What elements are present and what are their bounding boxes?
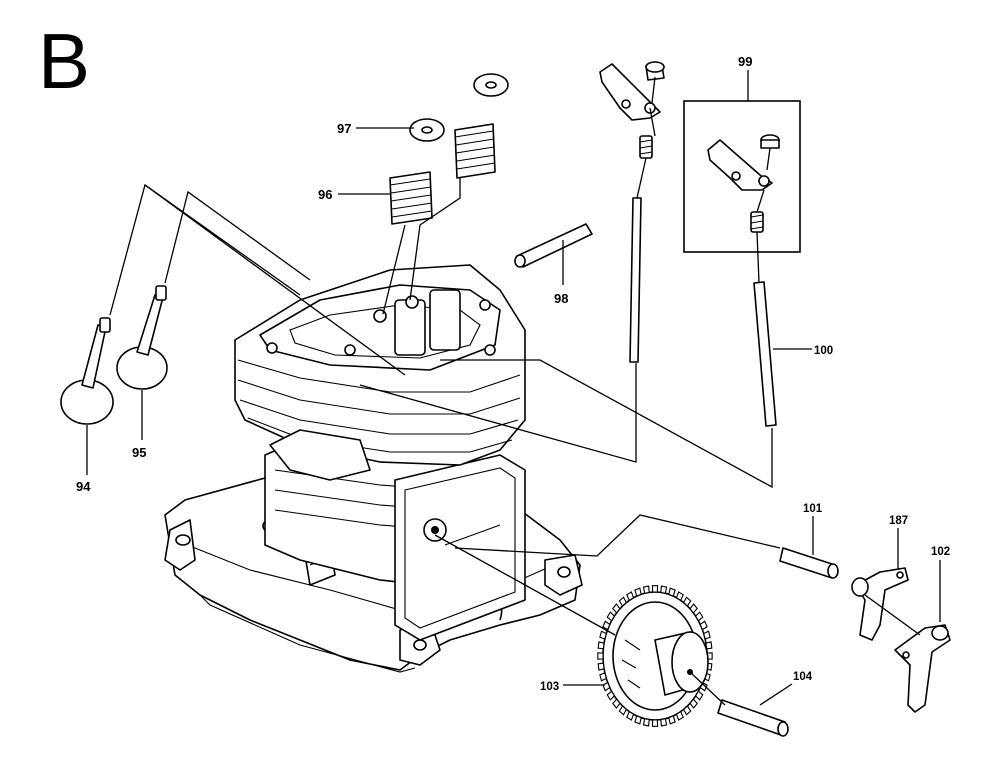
valve-95 bbox=[116, 285, 168, 390]
pin-101 bbox=[779, 547, 839, 579]
valve-94 bbox=[60, 317, 114, 425]
gear-tooth bbox=[689, 603, 698, 614]
gear-tooth bbox=[660, 585, 668, 594]
callout-99: 99 bbox=[738, 54, 752, 69]
valve-spring-96b bbox=[454, 123, 496, 179]
gear-tooth bbox=[618, 596, 628, 607]
gear-tooth bbox=[660, 718, 668, 727]
camshaft-gear-103 bbox=[597, 585, 713, 727]
gear-tooth bbox=[618, 705, 628, 716]
cylinder-head bbox=[234, 264, 526, 481]
cam-follower-187 bbox=[851, 567, 909, 641]
callout-103: 103 bbox=[540, 681, 559, 693]
gear-tooth bbox=[682, 705, 692, 716]
gear-tooth bbox=[689, 698, 698, 709]
rocker-arm-assembly bbox=[599, 61, 665, 363]
gear-tooth bbox=[642, 585, 650, 594]
crankcase-block bbox=[164, 439, 583, 673]
shaft-104 bbox=[717, 699, 789, 737]
callout-104: 104 bbox=[793, 671, 813, 683]
gear-tooth bbox=[675, 710, 684, 721]
gear-tooth bbox=[606, 690, 616, 701]
gear-tooth bbox=[626, 591, 635, 602]
gear-tooth bbox=[602, 620, 611, 631]
gear-tooth bbox=[612, 698, 621, 709]
callout-labels: 97 96 98 99 100 101 187 102 103 104 94 9… bbox=[76, 54, 950, 693]
gear-tooth bbox=[599, 630, 607, 640]
rocker-kit-99-box bbox=[683, 100, 801, 253]
callout-96: 96 bbox=[318, 187, 332, 202]
gear-tooth bbox=[602, 681, 611, 692]
gear-tooth bbox=[651, 719, 659, 727]
cam-follower-102 bbox=[894, 624, 951, 713]
callout-95: 95 bbox=[132, 445, 146, 460]
gear-tooth bbox=[626, 710, 635, 721]
gear-tooth bbox=[694, 611, 704, 622]
gear-tooth bbox=[694, 690, 704, 701]
gear-tooth bbox=[599, 672, 607, 682]
callout-98: 98 bbox=[554, 291, 568, 306]
callout-101: 101 bbox=[803, 503, 823, 515]
gear-tooth bbox=[642, 718, 650, 727]
callout-102: 102 bbox=[931, 546, 950, 558]
section-letter: B bbox=[38, 17, 91, 105]
gear-tooth bbox=[705, 641, 713, 650]
gear-tooth bbox=[597, 641, 605, 650]
gear-tooth bbox=[682, 596, 692, 607]
gear-tooth bbox=[634, 715, 642, 725]
valve-spring-96 bbox=[389, 171, 433, 225]
gear-tooth bbox=[651, 585, 659, 593]
gear-tooth bbox=[703, 630, 711, 640]
rocker-shaft-98 bbox=[514, 223, 593, 268]
gear-tooth bbox=[597, 652, 604, 660]
callout-100: 100 bbox=[814, 345, 833, 357]
spring-retainer-97b bbox=[473, 73, 509, 97]
gear-tooth bbox=[699, 620, 708, 631]
spring-retainer-97 bbox=[409, 118, 445, 142]
gear-tooth bbox=[675, 591, 684, 602]
gear-tooth bbox=[597, 662, 605, 671]
gear-tooth bbox=[606, 611, 616, 622]
gear-tooth bbox=[668, 715, 676, 725]
gear-tooth bbox=[634, 587, 642, 597]
gear-tooth bbox=[612, 603, 621, 614]
leader-lines bbox=[86, 70, 941, 706]
pushrod-100 bbox=[753, 281, 777, 427]
callout-187: 187 bbox=[889, 515, 908, 527]
callout-97: 97 bbox=[337, 121, 351, 136]
gear-tooth bbox=[668, 587, 676, 597]
callout-94: 94 bbox=[76, 479, 91, 494]
